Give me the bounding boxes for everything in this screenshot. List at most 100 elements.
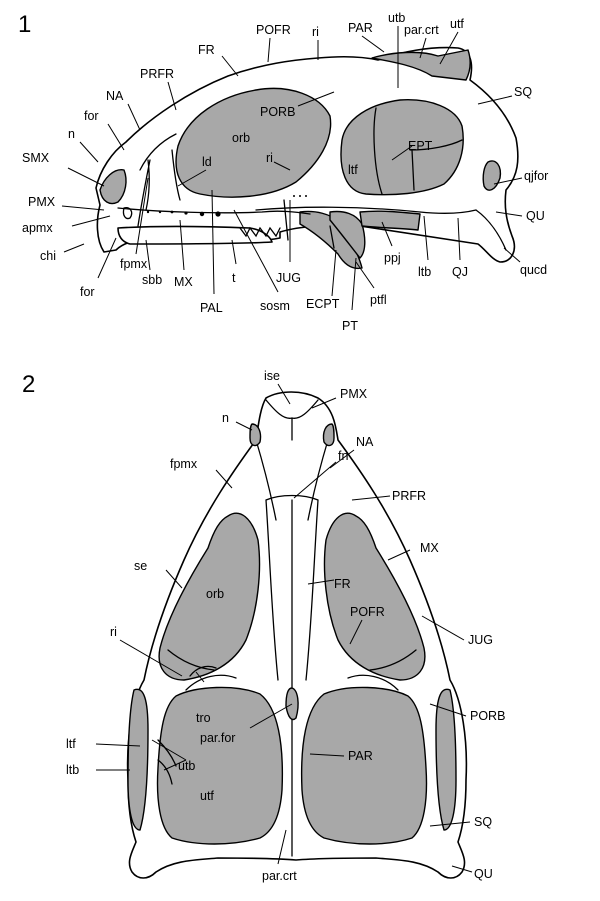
label-mx-dorsal: MX [420, 541, 439, 555]
label-prfr-dorsal: PRFR [392, 489, 426, 503]
label-fpmx-lateral: fpmx [120, 257, 148, 271]
premaxilla-suture [265, 399, 319, 441]
right-upper-temporal-fenestra [300, 686, 428, 845]
label-n-lateral: n [68, 127, 75, 141]
label-fr-lateral: FR [198, 43, 215, 57]
maxilla-upper-edge [117, 207, 311, 215]
label-qucd-lateral: qucd [520, 263, 547, 277]
panel-1-lateral-view: 1 [18, 11, 548, 333]
nasal-frontal-suture [139, 133, 181, 201]
label-utf-lateral: utf [450, 17, 464, 31]
nasal-outline [255, 439, 329, 521]
label-ppj-lateral: ppj [384, 251, 401, 265]
lateral-temporal-fenestra [340, 99, 464, 196]
label-ltb-lateral: ltb [418, 265, 431, 279]
label-utf-dorsal: utf [200, 789, 214, 803]
label-qu-lateral: QU [526, 209, 545, 223]
label-ri-top-lateral: ri [312, 25, 319, 39]
label-ltf-dorsal: ltf [66, 737, 76, 751]
label-sbb-lateral: sbb [142, 273, 162, 287]
label-qjfor-lateral: qjfor [524, 169, 548, 183]
label-chi-lateral: chi [40, 249, 56, 263]
label-ri-dorsal: ri [110, 625, 117, 639]
subtemporal-bar [255, 206, 477, 214]
left-lateral-temporal-fenestra [127, 688, 149, 831]
label-ptfl-lateral: ptfl [370, 293, 387, 307]
label-tro-dorsal: tro [196, 711, 211, 725]
label-pofr-dorsal: POFR [350, 605, 385, 619]
label-par-for-dorsal: par.for [200, 731, 235, 745]
label-pmx-lateral: PMX [28, 195, 56, 209]
label-ecpt-lateral: ECPT [306, 297, 340, 311]
label-t-lateral: t [232, 271, 236, 285]
label-sosm-lateral: sosm [260, 299, 290, 313]
label-par-dorsal: PAR [348, 749, 373, 763]
parietal-foramen [285, 687, 299, 721]
premaxilla-shaded [99, 169, 127, 205]
panel-number-1: 1 [18, 11, 31, 38]
label-par-crt-dorsal: par.crt [262, 869, 297, 883]
label-fn-dorsal: fn [338, 449, 348, 463]
label-utb-lateral: utb [388, 11, 405, 25]
label-ri-mid-lateral: ri [266, 151, 273, 165]
label-par-lateral: PAR [348, 21, 373, 35]
frontal-bones [265, 494, 319, 681]
apmx-opening [122, 206, 133, 220]
label-orb-lateral: orb [232, 131, 250, 145]
label-pal-lateral: PAL [200, 301, 223, 315]
quadrate-edge [475, 209, 507, 251]
right-naris [322, 423, 335, 447]
label-na-lateral: NA [106, 89, 124, 103]
label-ltb-dorsal: ltb [66, 763, 79, 777]
label-apmx-lateral: apmx [22, 221, 53, 235]
quadratojugal-foramen [482, 160, 502, 191]
label-prfr-lateral: PRFR [140, 67, 174, 81]
dorsal-labels: ise PMX n NA fn fpmx PRFR MX se orb FR P… [66, 369, 505, 883]
label-porb-dorsal: PORB [470, 709, 505, 723]
label-pofr-lateral: POFR [256, 23, 291, 37]
label-orb-dorsal: orb [206, 587, 224, 601]
label-se-dorsal: se [134, 559, 147, 573]
label-jug-lateral: JUG [276, 271, 301, 285]
label-jug-dorsal: JUG [468, 633, 493, 647]
left-trochlear-process [189, 665, 217, 677]
right-lateral-temporal-fenestra [435, 688, 457, 831]
label-ld-lateral: ld [202, 155, 212, 169]
lateral-leader-lines [61, 26, 523, 311]
lateral-temporal-bar [373, 107, 383, 195]
panel-2-dorsal-view: 2 [22, 369, 505, 883]
orbit [175, 87, 332, 198]
palatoquadrate-area [359, 210, 421, 231]
label-sq-lateral: SQ [514, 85, 532, 99]
label-qu-dorsal: QU [474, 867, 493, 881]
label-par-crt-lateral: par.crt [404, 23, 439, 37]
label-fr-dorsal: FR [334, 577, 351, 591]
label-porb-lateral: PORB [260, 105, 295, 119]
panel-number-2: 2 [22, 371, 35, 398]
label-for-top-lateral: for [84, 109, 99, 123]
maxillary-foramina [146, 195, 307, 217]
upper-temporal-fenestra [371, 49, 471, 81]
dorsal-leader-lines [95, 383, 473, 873]
label-qj-lateral: QJ [452, 265, 468, 279]
label-for-bottom-lateral: for [80, 285, 95, 299]
label-ltf-lateral: ltf [348, 163, 358, 177]
ectopterygoid-suture [409, 139, 463, 191]
label-utb-dorsal: utb [178, 759, 195, 773]
label-sq-dorsal: SQ [474, 815, 492, 829]
utb-lines [157, 739, 177, 785]
label-pmx-dorsal: PMX [340, 387, 368, 401]
label-pt-lateral: PT [342, 319, 358, 333]
left-upper-temporal-fenestra [156, 686, 284, 845]
left-orbit [158, 512, 261, 681]
label-ept-lateral: EPT [408, 139, 433, 153]
ectopterygoid [329, 210, 366, 259]
lateral-labels: POFR ri PAR utb par.crt utf FR PRFR NA f… [22, 11, 548, 333]
label-na-dorsal: NA [356, 435, 374, 449]
jugal-suture [283, 199, 335, 249]
label-fpmx-dorsal: fpmx [170, 457, 198, 471]
postorbital-bars [167, 649, 417, 691]
label-ise-dorsal: ise [264, 369, 280, 383]
label-mx-lateral: MX [174, 275, 193, 289]
